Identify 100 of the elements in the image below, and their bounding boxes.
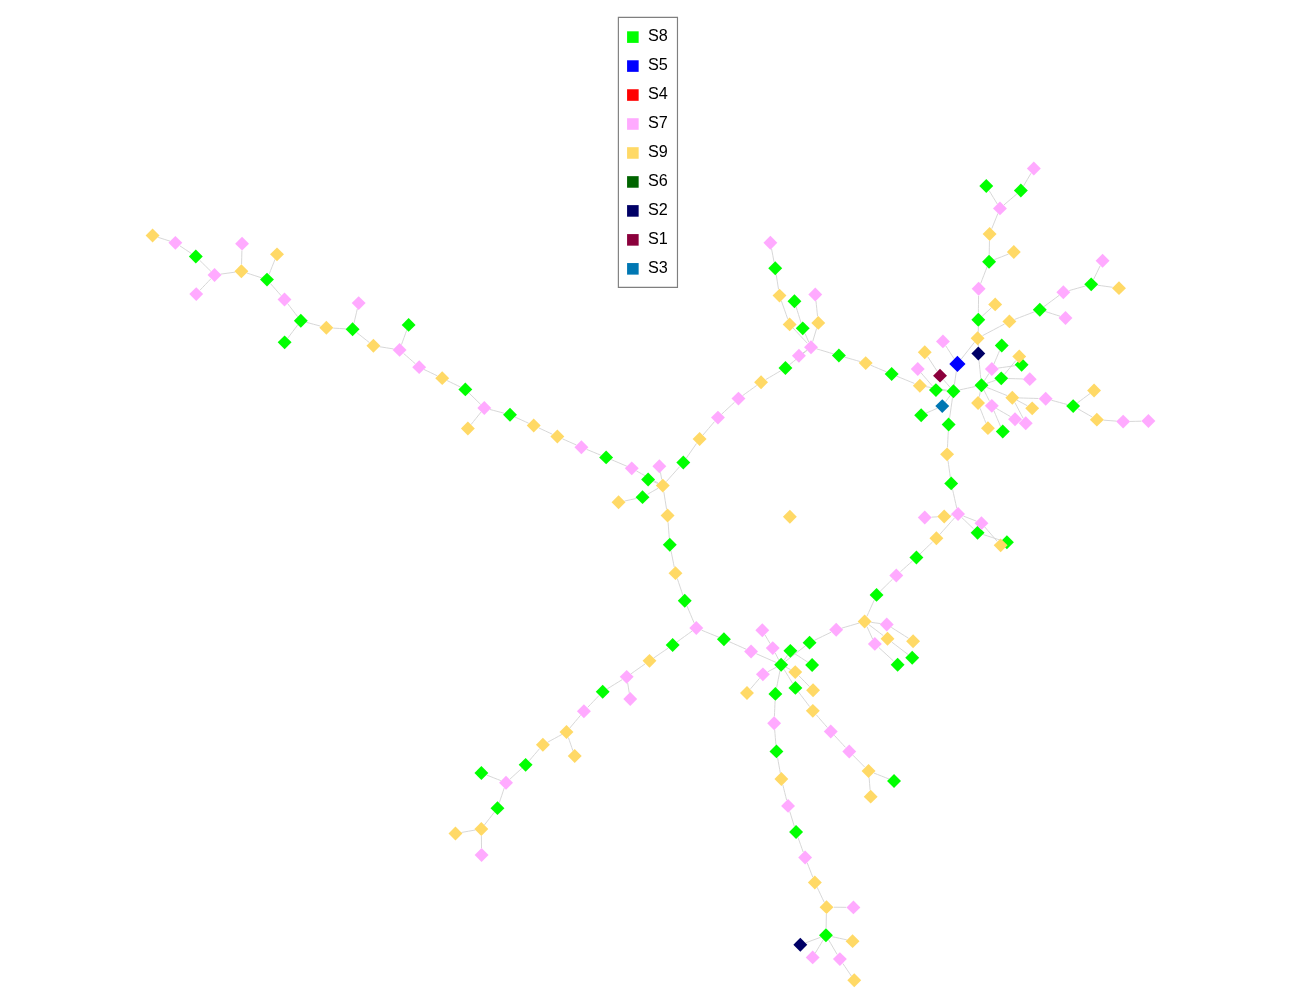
- connector: [797, 691, 810, 708]
- node-diamond: [787, 680, 802, 695]
- node-diamond: [1006, 245, 1021, 259]
- node-diamond: [802, 635, 816, 650]
- connector: [701, 421, 715, 436]
- connector: [879, 578, 893, 592]
- connector: [784, 645, 806, 662]
- node-diamond: [807, 875, 822, 890]
- connector: [659, 471, 662, 480]
- node-diamond: [739, 686, 754, 700]
- connector: [1050, 399, 1068, 405]
- connector: [509, 767, 522, 780]
- node-diamond: [677, 593, 692, 608]
- connector: [568, 714, 581, 729]
- connector: [1044, 311, 1060, 317]
- connector: [877, 647, 894, 662]
- connector: [1022, 172, 1032, 187]
- connector: [685, 443, 697, 459]
- node-diamond: [598, 450, 613, 465]
- node-diamond: [828, 622, 843, 637]
- connector: [700, 629, 719, 638]
- node-diamond: [939, 447, 954, 462]
- node-diamond: [655, 478, 670, 493]
- node-diamond: [970, 525, 985, 540]
- node-diamond: [474, 848, 489, 862]
- connector: [1092, 265, 1101, 280]
- node-diamond: [795, 321, 810, 336]
- connector: [1102, 419, 1117, 422]
- node-diamond: [818, 928, 833, 943]
- connector: [561, 438, 577, 446]
- connector: [925, 407, 938, 414]
- connector: [741, 384, 757, 397]
- node-diamond: [498, 775, 513, 790]
- connector: [483, 811, 495, 826]
- node-diamond: [879, 617, 894, 632]
- connector: [890, 641, 908, 655]
- connector: [775, 274, 779, 290]
- connector: [199, 278, 211, 291]
- connector: [990, 213, 998, 230]
- node-diamond: [932, 368, 947, 383]
- connector: [865, 599, 875, 617]
- connector: [626, 682, 630, 694]
- connector: [269, 283, 282, 297]
- connector: [841, 963, 852, 977]
- connector: [623, 498, 637, 502]
- node-diamond: [970, 331, 985, 346]
- node-diamond: [804, 658, 819, 672]
- node-diamond: [1038, 391, 1053, 406]
- node-diamond: [994, 338, 1009, 353]
- connector: [665, 466, 680, 483]
- node-diamond: [888, 568, 903, 583]
- node-diamond: [807, 287, 822, 302]
- node-diamond: [1140, 414, 1155, 428]
- node-diamond: [668, 566, 682, 581]
- connector: [783, 654, 788, 661]
- connector: [764, 370, 781, 380]
- node-diamond: [434, 371, 449, 386]
- node-diamond: [1014, 357, 1029, 372]
- node-diamond: [1001, 314, 1016, 329]
- node-diamond: [810, 315, 825, 330]
- node-diamond: [1083, 277, 1098, 292]
- node-diamond: [928, 383, 943, 398]
- connector: [676, 577, 683, 596]
- node-diamond: [269, 247, 284, 262]
- connector: [1003, 193, 1017, 206]
- connector: [635, 470, 658, 484]
- connector: [784, 666, 791, 671]
- connector: [792, 327, 808, 344]
- connector: [815, 714, 828, 728]
- node-diamond: [1095, 253, 1110, 268]
- connector: [960, 517, 974, 530]
- node-diamond: [978, 179, 993, 193]
- connector: [832, 906, 847, 908]
- node-diamond: [518, 757, 533, 772]
- node-diamond: [1065, 399, 1080, 414]
- node-diamond: [780, 798, 795, 813]
- node-diamond: [797, 850, 812, 865]
- connector: [245, 272, 262, 279]
- connector: [920, 372, 933, 387]
- node-diamond: [1111, 281, 1126, 296]
- connector: [942, 379, 951, 388]
- connector: [988, 240, 990, 256]
- legend-label: S8: [647, 26, 668, 45]
- connector: [979, 407, 986, 424]
- node-diamond: [576, 704, 591, 719]
- node-diamond: [917, 510, 932, 525]
- node-diamond: [460, 421, 475, 436]
- connector: [938, 517, 955, 536]
- connector: [797, 837, 804, 853]
- legend-label: S2: [647, 200, 668, 219]
- node-diamond: [754, 623, 769, 638]
- node-diamond: [904, 650, 919, 665]
- node-diamond: [970, 396, 985, 411]
- node-diamond: [476, 401, 491, 415]
- connector: [992, 410, 1001, 428]
- connector: [514, 416, 529, 424]
- connector: [305, 321, 321, 327]
- node-diamond: [448, 826, 462, 841]
- connector: [1076, 393, 1090, 404]
- node-diamond: [526, 418, 541, 433]
